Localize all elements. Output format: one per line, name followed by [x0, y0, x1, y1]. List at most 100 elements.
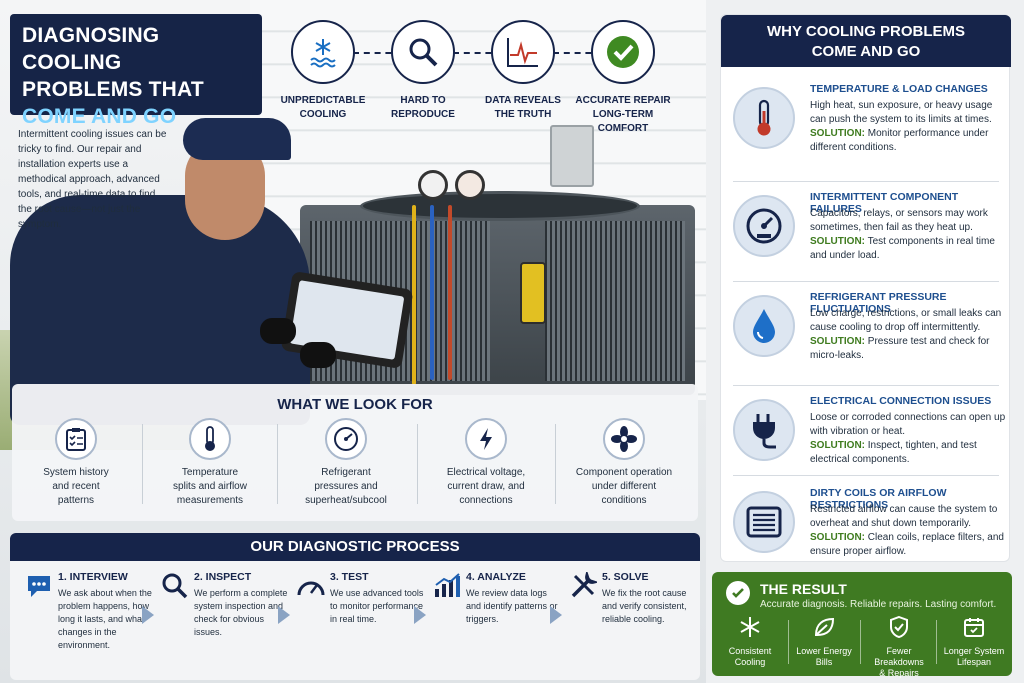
why-item-title: TEMPERATURE & LOAD CHANGES	[810, 83, 988, 95]
why-item: DIRTY COILS OR AIRFLOW RESTRICTIONS Rest…	[721, 481, 1011, 581]
divider	[733, 281, 999, 282]
why-item-body: High heat, sun exposure, or heavy usage …	[810, 99, 1006, 155]
process-step: 5. SOLVE We fix the root cause and verif…	[568, 571, 696, 626]
benefit-label: Lifespan	[956, 657, 992, 667]
look-for-item: Component operation under different condit…	[560, 418, 688, 508]
why-item-title: INTERMITTENT COMPONENT FAILURES	[810, 191, 959, 215]
why-item-body: Restricted airflow can cause the system …	[810, 503, 1006, 559]
why-item-body: Capacitors, relays, or sensors may work …	[810, 207, 1006, 263]
why-item-body: Loose or corroded connections can open u…	[810, 411, 1006, 467]
flow-label: HARD TO	[400, 95, 446, 106]
search-icon	[160, 571, 190, 601]
why-item-desc: Capacitors, relays, or sensors may work …	[810, 208, 988, 233]
section-heading: WHAT WE LOOK FOR	[277, 396, 433, 413]
why-item-solution: Monitor performance under different cond…	[810, 128, 989, 153]
look-for-text: pressures and	[314, 481, 378, 492]
look-for-text: patterns	[57, 495, 95, 506]
result-heading: THE RESULT	[760, 581, 847, 597]
technician-glove	[260, 318, 296, 344]
divider	[936, 620, 937, 664]
divider	[733, 475, 999, 476]
leaf-icon	[813, 617, 835, 642]
why-cooling-problems-panel: WHY COOLING PROBLEMS COME AND GO TEMPERAT…	[720, 14, 1011, 562]
benefit-label: Consistent	[728, 646, 772, 656]
technician-cap	[183, 118, 291, 160]
divider	[860, 620, 861, 664]
clamp-meter	[520, 262, 546, 324]
process-step-title: 5. SOLVE	[602, 571, 649, 583]
benefit-label: Lower Energy	[796, 646, 852, 656]
why-item-desc: Low charge, restrictions, or small leaks…	[810, 308, 1002, 333]
shield-icon	[888, 615, 910, 642]
checkmark-icon	[726, 581, 750, 605]
snowflake-waves-icon	[291, 20, 355, 84]
process-step-desc: We review data logs and identify pattern…	[466, 588, 558, 624]
look-for-text: Temperature	[181, 467, 239, 478]
flow-label: COOLING	[299, 109, 347, 120]
gauge-icon	[733, 195, 795, 257]
why-item-solution: Pressure test and check for micro-leaks.	[810, 336, 990, 361]
look-for-text: superheat/subcool	[305, 495, 387, 506]
result-benefit: Fewer Breakdowns& Repairs	[862, 615, 936, 678]
lightning-icon	[465, 418, 507, 460]
condenser-fan	[360, 191, 640, 221]
section-heading: OUR DIAGNOSTIC PROCESS	[10, 533, 700, 561]
why-item-title: REFRIGERANT PRESSURE FLUCTUATIONS	[810, 291, 947, 315]
process-step: 3. TEST We use advanced tools to monitor…	[296, 571, 424, 626]
process-step-title: 3. TEST	[330, 571, 369, 583]
plug-icon	[733, 399, 795, 461]
process-step: 4. ANALYZE We review data logs and ident…	[432, 571, 560, 626]
look-for-text: Component operation	[575, 467, 673, 478]
arrow-right-icon	[550, 606, 562, 624]
yellow-hose	[412, 205, 416, 385]
process-step-desc: We ask about when the problem happens, h…	[58, 588, 152, 650]
why-item: ELECTRICAL CONNECTION ISSUES Loose or co…	[721, 389, 1011, 489]
look-for-text: Refrigerant	[321, 467, 371, 478]
heartbeat-chart-icon	[491, 20, 555, 84]
why-item: TEMPERATURE & LOAD CHANGES High heat, su…	[721, 77, 1011, 177]
look-for-text: measurements	[176, 495, 244, 506]
diagnostic-process-panel: OUR DIAGNOSTIC PROCESS 1. INTERVIEW We a…	[10, 533, 700, 680]
why-item: INTERMITTENT COMPONENT FAILURES Capacito…	[721, 185, 1011, 285]
disconnect-box	[550, 125, 594, 187]
look-for-text: and recent	[52, 481, 100, 492]
pressure-gauge-icon	[325, 418, 367, 460]
process-step-title: 2. INSPECT	[194, 571, 252, 583]
main-title: DIAGNOSING COOLING PROBLEMS THAT COME AN…	[10, 14, 262, 128]
process-step: 1. INTERVIEW We ask about when the probl…	[24, 571, 152, 652]
benefit-label: Fewer Breakdowns	[874, 646, 924, 667]
look-for-text: Electrical voltage,	[446, 467, 526, 478]
divider	[733, 181, 999, 182]
heading-line: COME AND GO	[811, 43, 921, 60]
divider	[733, 385, 999, 386]
technician-glove	[300, 342, 336, 368]
arrow-right-icon	[278, 606, 290, 624]
divider	[555, 424, 556, 504]
flow-connector	[353, 52, 413, 54]
solution-label: SOLUTION:	[810, 440, 865, 451]
why-item-desc: High heat, sun exposure, or heavy usage …	[810, 100, 993, 125]
vent-grille-icon	[733, 491, 795, 553]
look-for-text: conditions	[601, 495, 647, 506]
benefit-label: Bills	[815, 657, 833, 667]
arrow-right-icon	[142, 606, 154, 624]
heading-line: WHY COOLING PROBLEMS	[766, 23, 966, 40]
look-for-text: current draw, and	[447, 481, 525, 492]
benefit-label: Longer System	[943, 646, 1005, 656]
look-for-text: under different	[591, 481, 657, 492]
speedometer-icon	[296, 571, 326, 601]
title-line: PROBLEMS THAT	[22, 78, 204, 101]
clipboard-icon	[55, 418, 97, 460]
solution-label: SOLUTION:	[810, 128, 865, 139]
manifold-gauge-low	[418, 170, 448, 200]
process-step: 2. INSPECT We perform a complete system …	[160, 571, 288, 639]
divider	[417, 424, 418, 504]
why-item-solution: Test components in real time and under l…	[810, 236, 995, 261]
magnifier-icon	[391, 20, 455, 84]
